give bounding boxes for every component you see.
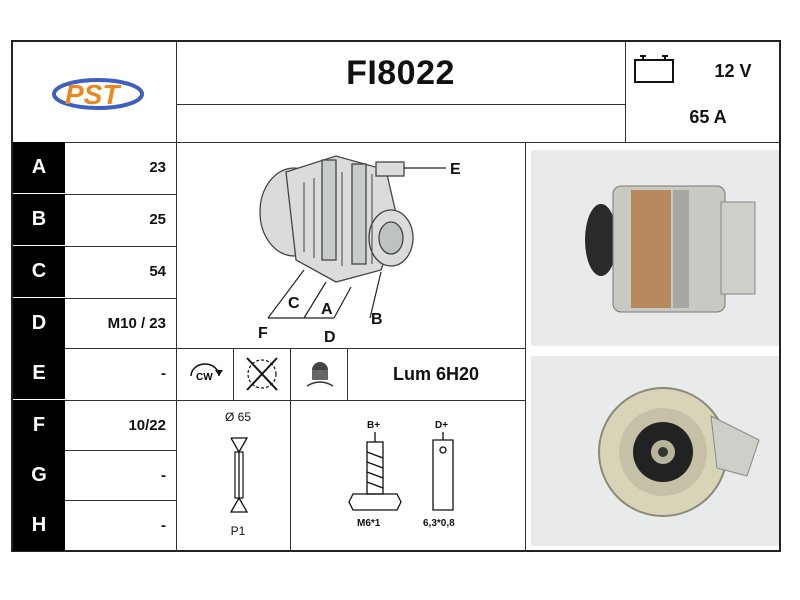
label-d: D [324, 329, 336, 346]
divider [290, 348, 291, 552]
no-fan-icon [239, 352, 285, 396]
divider [525, 142, 526, 552]
divider [625, 42, 626, 142]
voltage-value: 12 V [714, 60, 752, 81]
spec-letter-g: G [13, 450, 65, 501]
terminal-b-label: B+ [367, 420, 380, 431]
brand-logo: PST [43, 62, 153, 122]
divider [13, 142, 779, 143]
divider [65, 246, 176, 247]
divider [347, 348, 348, 400]
divider [233, 348, 234, 400]
divider [176, 400, 525, 401]
rotation-label: CW [196, 372, 213, 383]
pulley-icon [209, 430, 269, 520]
divider [65, 298, 176, 299]
spec-letter-f: F [13, 400, 65, 451]
terminal-d-size: 6,3*0,8 [423, 518, 455, 529]
product-photo-side [531, 150, 779, 346]
spec-value-c: 54 [149, 263, 166, 280]
label-e: E [450, 161, 461, 178]
terminal-diagram: B+ D+ M6*1 6,3*0,8 [343, 412, 493, 542]
spec-letter-c: C [13, 246, 65, 297]
pulley-diameter: Ø 65 [224, 410, 251, 424]
spec-value-h: - [161, 517, 166, 534]
divider [176, 104, 625, 105]
label-f: F [258, 325, 268, 342]
spec-letter-a: A [13, 142, 65, 193]
label-a: A [321, 301, 333, 318]
spec-value-b: 25 [149, 211, 166, 228]
terminal-d-label: D+ [435, 420, 448, 431]
amperage-value: 65 A [689, 106, 727, 127]
battery-icon [631, 52, 681, 86]
dimension-diagram: E C A B F D [176, 142, 525, 348]
pulley-type: P1 [230, 524, 246, 538]
divider [176, 42, 177, 552]
label-c: C [288, 295, 300, 312]
rotation-cw-icon: CW [183, 354, 227, 394]
divider [65, 400, 176, 401]
regulator-icon [297, 352, 343, 396]
spec-letter-b: B [13, 194, 65, 245]
divider [65, 500, 176, 501]
divider [65, 194, 176, 195]
product-photo-front [531, 356, 779, 546]
spec-value-d: M10 / 23 [107, 315, 166, 332]
label-b: B [371, 311, 383, 328]
spec-letter-h: H [13, 500, 65, 551]
spec-letter-e: E [13, 348, 65, 399]
regulator-code: Lum 6H20 [392, 363, 480, 384]
spec-value-e: - [161, 365, 166, 382]
terminal-b-size: M6*1 [357, 518, 381, 529]
spec-value-g: - [161, 467, 166, 484]
divider [176, 348, 525, 349]
divider [65, 450, 176, 451]
divider [65, 348, 176, 349]
spec-value-a: 23 [149, 159, 166, 176]
spec-letter-d: D [13, 298, 65, 349]
brand-logo-text: PST [65, 79, 122, 110]
part-number: FI8022 [346, 53, 455, 92]
spec-value-f: 10/22 [128, 417, 166, 434]
